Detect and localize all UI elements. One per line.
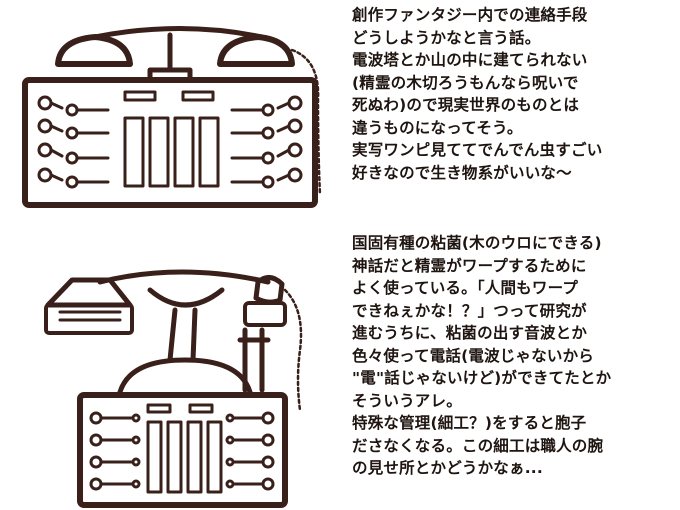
telephone-sketches — [22, 26, 322, 508]
note-line: 神話だと精霊がワープするために — [352, 256, 587, 275]
note-line: 違うものになってそう。 — [352, 118, 523, 137]
note-line: よく使っている。「人間もワープ — [352, 279, 579, 297]
note-line: 特殊な管理(細工？)をすると胞子 — [352, 414, 587, 432]
telephone-sketch-top — [22, 26, 322, 208]
note-top: 創作ファンタジー内での連絡手段 どうしようかなと言う話。 電波塔とか山の中に建て… — [352, 4, 672, 184]
note-line: (精霊の木切ろうもんなら呪いで — [352, 73, 579, 92]
note-line: の見せ所とかどうかなぁ... — [352, 459, 543, 477]
note-line: 色々使って電話(電波じゃないから — [352, 346, 595, 365]
note-line: ださなくなる。この細工は職人の腕 — [352, 436, 604, 455]
note-line: できねぇかな！？」つって研究が — [352, 301, 587, 320]
note-line: 実写ワンピ見ててでんでん虫すごい — [352, 141, 603, 159]
note-line: どうしようかなと言う話。 — [352, 28, 541, 47]
note-line: 死ぬわ)ので現実世界のものとは — [352, 96, 580, 114]
note-line: 進むうちに、粘菌の出す音波とか — [352, 324, 588, 342]
telephone-sketch-bottom — [44, 269, 303, 508]
note-bottom: 国固有種の粘菌(木のウロにできる) 神話だと精霊がワープするために よく使ってい… — [352, 232, 672, 480]
note-line: そういうアレ。 — [352, 391, 462, 410]
note-line: 電波塔とか山の中に建てられない — [352, 51, 588, 69]
note-line: 創作ファンタジー内での連絡手段 — [352, 6, 588, 24]
note-line: 好きなので生き物系がいいな〜 — [352, 163, 572, 182]
note-line: 国固有種の粘菌(木のウロにできる) — [352, 234, 602, 252]
note-line: "電"話じゃないけど)ができてたとか — [352, 369, 612, 387]
